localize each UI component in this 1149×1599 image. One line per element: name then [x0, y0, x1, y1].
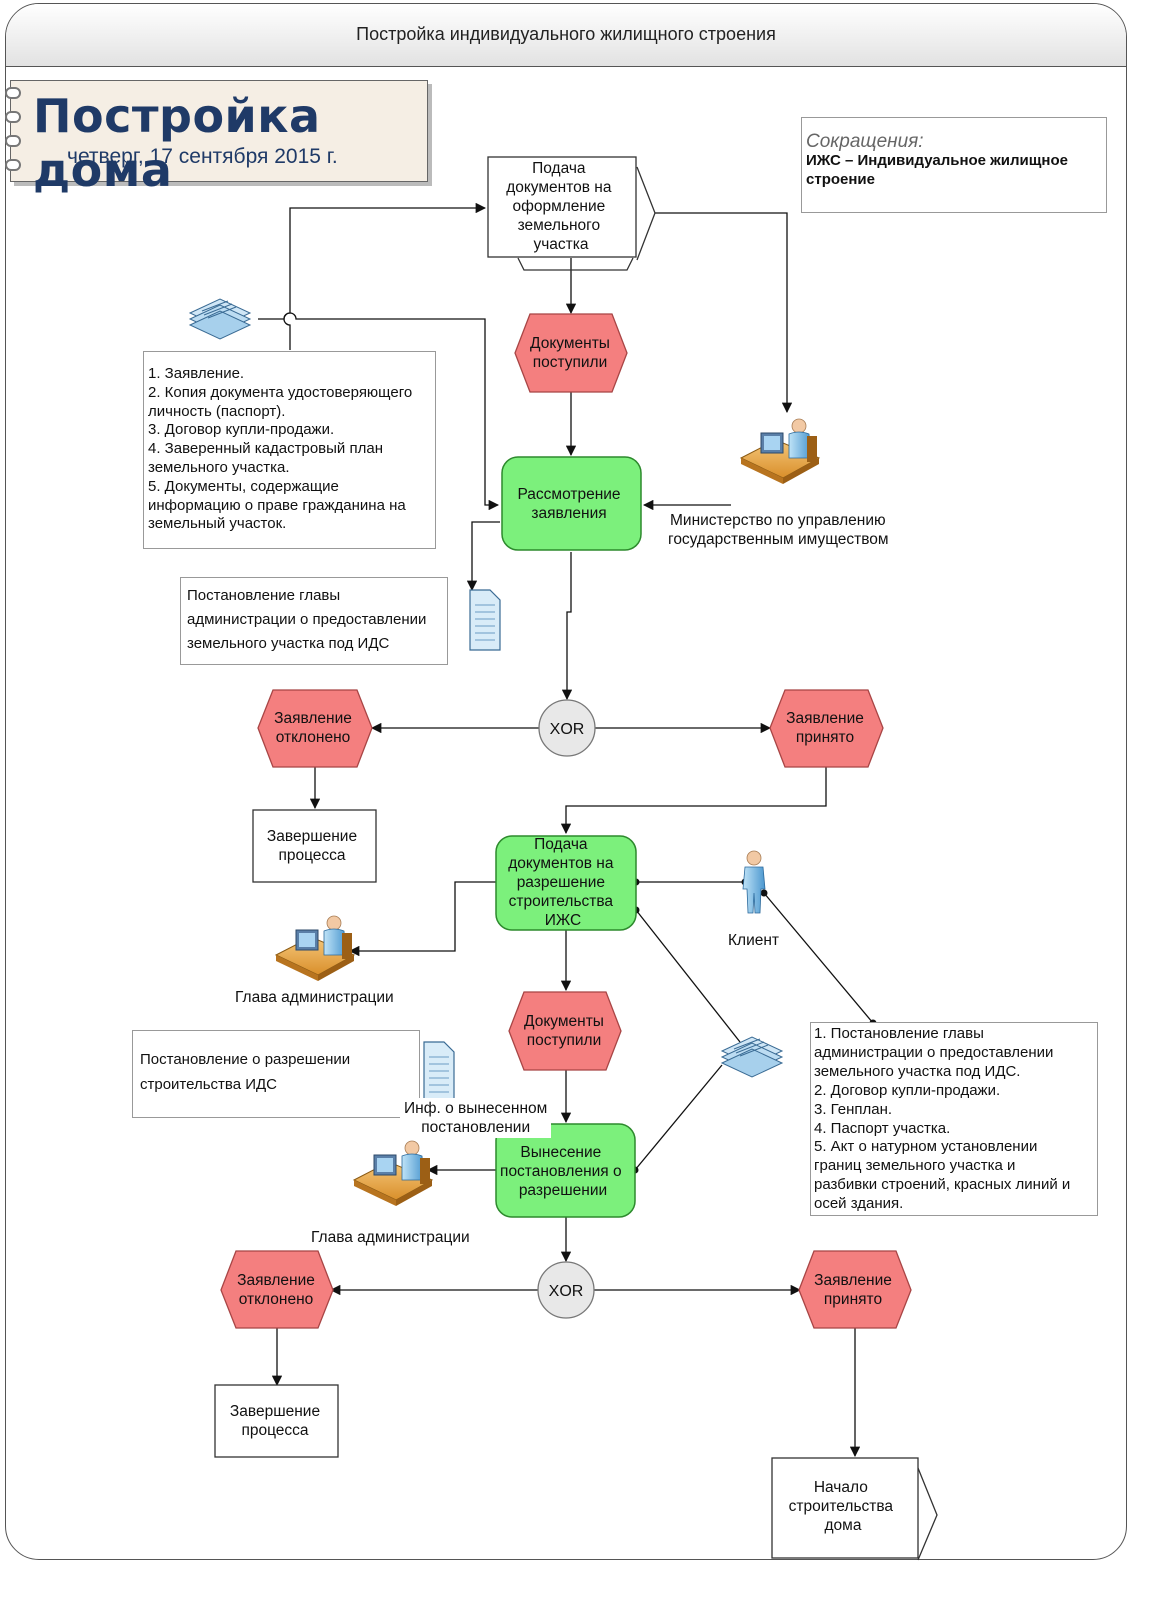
xor-gateway-1: XOR	[538, 699, 596, 757]
list-item: земельного участка.	[148, 458, 290, 476]
list-item: 4. Заверенный кадастровый план	[148, 440, 383, 458]
note-line: земельного участка под ИДС	[187, 635, 390, 652]
list-item: 1. Постановление главы	[814, 1025, 984, 1042]
documents-list-2: 1. Постановление главы администрации о п…	[810, 1022, 1098, 1216]
note-line: строительства ИДС	[140, 1076, 277, 1093]
list-item: 2. Копия документа удостоверяющего	[148, 383, 413, 401]
note-line: администрации о предоставлении	[187, 611, 427, 628]
svg-text:Начало строительства: Начало строительства дома	[789, 1479, 898, 1534]
list-item: информацию о праве гражданина на	[148, 496, 406, 514]
list-item: 4. Паспорт участка.	[814, 1119, 951, 1137]
client-label: Клиент	[728, 932, 779, 949]
list-item: границ земельного участка и	[814, 1157, 1016, 1175]
list-item: земельного участка под ИДС.	[814, 1062, 1021, 1080]
document-icon	[423, 1041, 455, 1103]
documents-list-1: 1. Заявление. 2. Копия документа удостов…	[143, 351, 436, 549]
info-resolution-label: Инф. о вынесенном постановлении	[400, 1098, 552, 1138]
label-line: постановлении	[421, 1119, 531, 1136]
head-admin-label-2: Глава администрации	[311, 1229, 470, 1246]
resolution-note-1: Постановление главы администрации о пред…	[180, 577, 448, 665]
process-submit-land: Подача документов на оформление земельно…	[487, 156, 656, 271]
function-submit-permit: Подача документов на разрешение строител…	[495, 835, 637, 931]
client-person-icon	[742, 850, 766, 914]
note-line: Постановление главы	[187, 587, 341, 604]
list-item: разбивки строений, красных линий и	[814, 1176, 1071, 1194]
list-item: личность (паспорт).	[148, 402, 286, 420]
list-item: земельный участок.	[148, 515, 287, 533]
abbreviations-heading: Сокращения:	[806, 131, 924, 152]
head-admin-worker-icon	[353, 1140, 433, 1207]
ministry-label: Министерство по управлению государственн…	[668, 512, 890, 548]
list-item: администрации о предоставлении	[814, 1043, 1054, 1061]
list-item: 3. Договор купли-продажи.	[148, 421, 335, 439]
resolution-note-2: Постановление о разрешении строительства…	[132, 1030, 420, 1118]
svg-text:XOR: XOR	[549, 1283, 584, 1300]
head-admin-label-1: Глава администрации	[235, 989, 394, 1006]
svg-text:Подача документов на: Подача документов на разрешение строител…	[508, 836, 618, 929]
process-start-build: Начало строительства дома	[771, 1457, 938, 1561]
abbreviations-text: ИЖС – Индивидуальное жилищное строение	[806, 152, 1069, 188]
xor-gateway-2: XOR	[537, 1261, 595, 1319]
document-stack-icon	[721, 1036, 783, 1078]
list-item: 5. Акт о натурном установлении	[814, 1138, 1038, 1156]
head-admin-worker-icon	[275, 915, 355, 982]
binder-ring-icon	[5, 111, 21, 123]
title-card: Постройка дома четверг, 17 сентября 2015…	[5, 80, 428, 197]
ministry-worker-icon	[740, 418, 820, 485]
svg-text:Подача документов на: Подача документов на оформление земельно…	[506, 160, 616, 253]
document-stack-icon	[189, 298, 251, 340]
page-date: четверг, 17 сентября 2015 г.	[67, 145, 338, 168]
note-line: Постановление о разрешении	[140, 1051, 351, 1068]
list-item: 5. Документы, содержащие	[148, 477, 339, 495]
function-resolution: Вынесение постановления о разрешении	[495, 1123, 636, 1218]
abbreviations-box: Сокращения: ИЖС – Индивидуальное жилищно…	[801, 117, 1107, 213]
list-item: 3. Генплан.	[814, 1100, 893, 1118]
svg-text:Вынесение постановления: Вынесение постановления о разрешении	[500, 1144, 626, 1199]
connector-dot	[760, 889, 768, 897]
list-item: 1. Заявление.	[148, 365, 245, 382]
document-icon	[469, 589, 501, 651]
list-item: 2. Договор купли-продажи.	[814, 1081, 1001, 1099]
label-line: Инф. о вынесенном	[404, 1100, 548, 1117]
binder-ring-icon	[5, 159, 21, 171]
page-header: Постройка индивидуального жилищного стро…	[6, 4, 1126, 67]
svg-text:XOR: XOR	[550, 721, 585, 738]
list-item: осей здания.	[814, 1195, 904, 1213]
binder-ring-icon	[5, 135, 21, 147]
binder-ring-icon	[5, 87, 21, 99]
page-title: Постройка дома	[33, 89, 321, 197]
